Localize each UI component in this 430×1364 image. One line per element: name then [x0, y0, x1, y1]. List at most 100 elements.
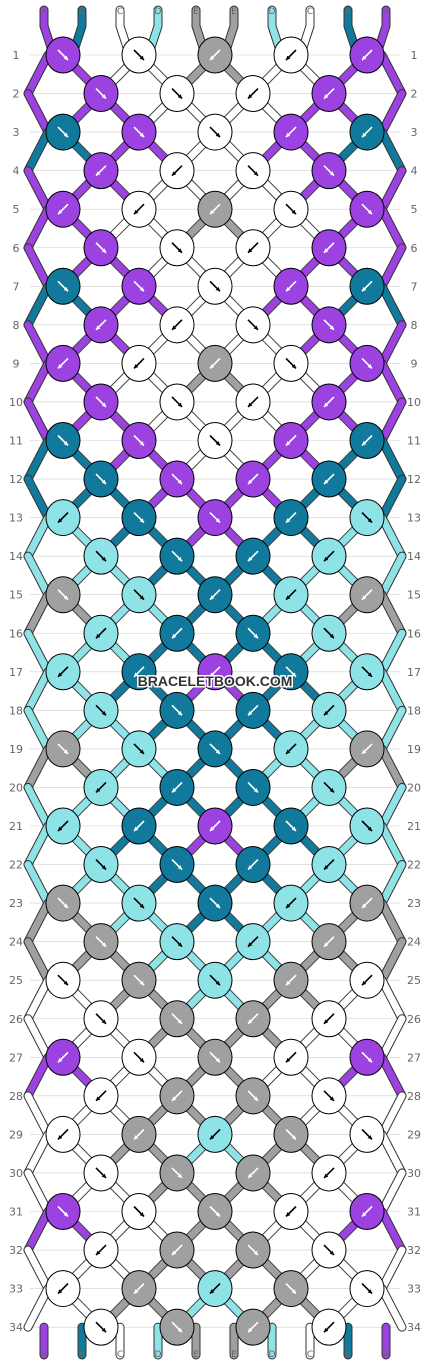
knot[interactable] [197, 499, 233, 537]
knot[interactable] [83, 383, 119, 421]
knot[interactable] [235, 1000, 271, 1038]
knot[interactable] [311, 383, 347, 421]
knot[interactable] [349, 884, 385, 922]
knot[interactable] [273, 884, 309, 922]
knot[interactable] [349, 1038, 385, 1076]
knot[interactable] [83, 306, 119, 344]
knot[interactable] [197, 36, 233, 74]
knot[interactable] [349, 190, 385, 228]
knot[interactable] [235, 846, 271, 884]
knot[interactable] [349, 1270, 385, 1308]
knot[interactable] [197, 653, 233, 691]
knot[interactable] [159, 75, 195, 113]
knot[interactable] [45, 1270, 81, 1308]
knot[interactable] [349, 344, 385, 382]
knot[interactable] [197, 113, 233, 151]
knot[interactable] [349, 807, 385, 845]
knot[interactable] [235, 768, 271, 806]
knot[interactable] [197, 190, 233, 228]
knot[interactable] [83, 691, 119, 729]
knot[interactable] [197, 1038, 233, 1076]
knot[interactable] [45, 653, 81, 691]
knot[interactable] [159, 923, 195, 961]
knot[interactable] [45, 961, 81, 999]
knot[interactable] [273, 653, 309, 691]
knot[interactable] [121, 499, 157, 537]
knot[interactable] [197, 344, 233, 382]
knot[interactable] [311, 1077, 347, 1115]
knot[interactable] [45, 422, 81, 459]
knot[interactable] [83, 923, 119, 961]
knot[interactable] [159, 614, 195, 652]
knot[interactable] [273, 190, 309, 228]
knot[interactable] [235, 1231, 271, 1269]
knot[interactable] [311, 691, 347, 729]
knot[interactable] [235, 383, 271, 421]
knot[interactable] [273, 499, 309, 537]
knot[interactable] [83, 537, 119, 575]
knot[interactable] [159, 1000, 195, 1038]
knot[interactable] [311, 460, 347, 498]
knot[interactable] [349, 267, 385, 305]
knot[interactable] [159, 691, 195, 729]
knot[interactable] [83, 768, 119, 806]
knot[interactable] [121, 267, 157, 305]
knot[interactable] [235, 306, 271, 344]
knot[interactable] [121, 576, 157, 614]
knot[interactable] [273, 422, 309, 459]
knot[interactable] [273, 344, 309, 382]
knot[interactable] [83, 152, 119, 190]
knot[interactable] [121, 36, 157, 74]
knot[interactable] [45, 1038, 81, 1076]
knot[interactable] [235, 614, 271, 652]
knot[interactable] [311, 306, 347, 344]
knot[interactable] [235, 460, 271, 498]
knot[interactable] [311, 229, 347, 267]
knot[interactable] [159, 768, 195, 806]
knot[interactable] [273, 730, 309, 768]
knot[interactable] [197, 1193, 233, 1230]
knot[interactable] [83, 1000, 119, 1038]
knot[interactable] [273, 1038, 309, 1076]
knot[interactable] [311, 537, 347, 575]
knot[interactable] [349, 36, 385, 74]
knot[interactable] [121, 1193, 157, 1230]
knot[interactable] [159, 846, 195, 884]
knot[interactable] [45, 730, 81, 768]
knot[interactable] [197, 267, 233, 305]
knot[interactable] [235, 229, 271, 267]
knot[interactable] [45, 113, 81, 151]
knot[interactable] [197, 730, 233, 768]
knot[interactable] [311, 923, 347, 961]
knot[interactable] [311, 846, 347, 884]
knot[interactable] [311, 1000, 347, 1038]
knot[interactable] [159, 1077, 195, 1115]
knot[interactable] [311, 75, 347, 113]
knot[interactable] [349, 1193, 385, 1230]
knot[interactable] [121, 961, 157, 999]
knot[interactable] [197, 884, 233, 922]
knot[interactable] [121, 730, 157, 768]
knot[interactable] [273, 267, 309, 305]
knot[interactable] [121, 884, 157, 922]
knot[interactable] [83, 846, 119, 884]
knot[interactable] [235, 537, 271, 575]
knot[interactable] [311, 614, 347, 652]
knot[interactable] [273, 1193, 309, 1230]
knot[interactable] [159, 383, 195, 421]
knot[interactable] [121, 1115, 157, 1153]
knot[interactable] [235, 75, 271, 113]
knot[interactable] [235, 691, 271, 729]
knot[interactable] [273, 36, 309, 74]
knot[interactable] [83, 75, 119, 113]
knot[interactable] [197, 961, 233, 999]
knot[interactable] [349, 576, 385, 614]
knot[interactable] [121, 807, 157, 845]
knot[interactable] [349, 653, 385, 691]
knot[interactable] [121, 190, 157, 228]
knot[interactable] [45, 36, 81, 74]
knot[interactable] [349, 961, 385, 999]
knot[interactable] [273, 576, 309, 614]
knot[interactable] [159, 306, 195, 344]
knot[interactable] [159, 152, 195, 190]
